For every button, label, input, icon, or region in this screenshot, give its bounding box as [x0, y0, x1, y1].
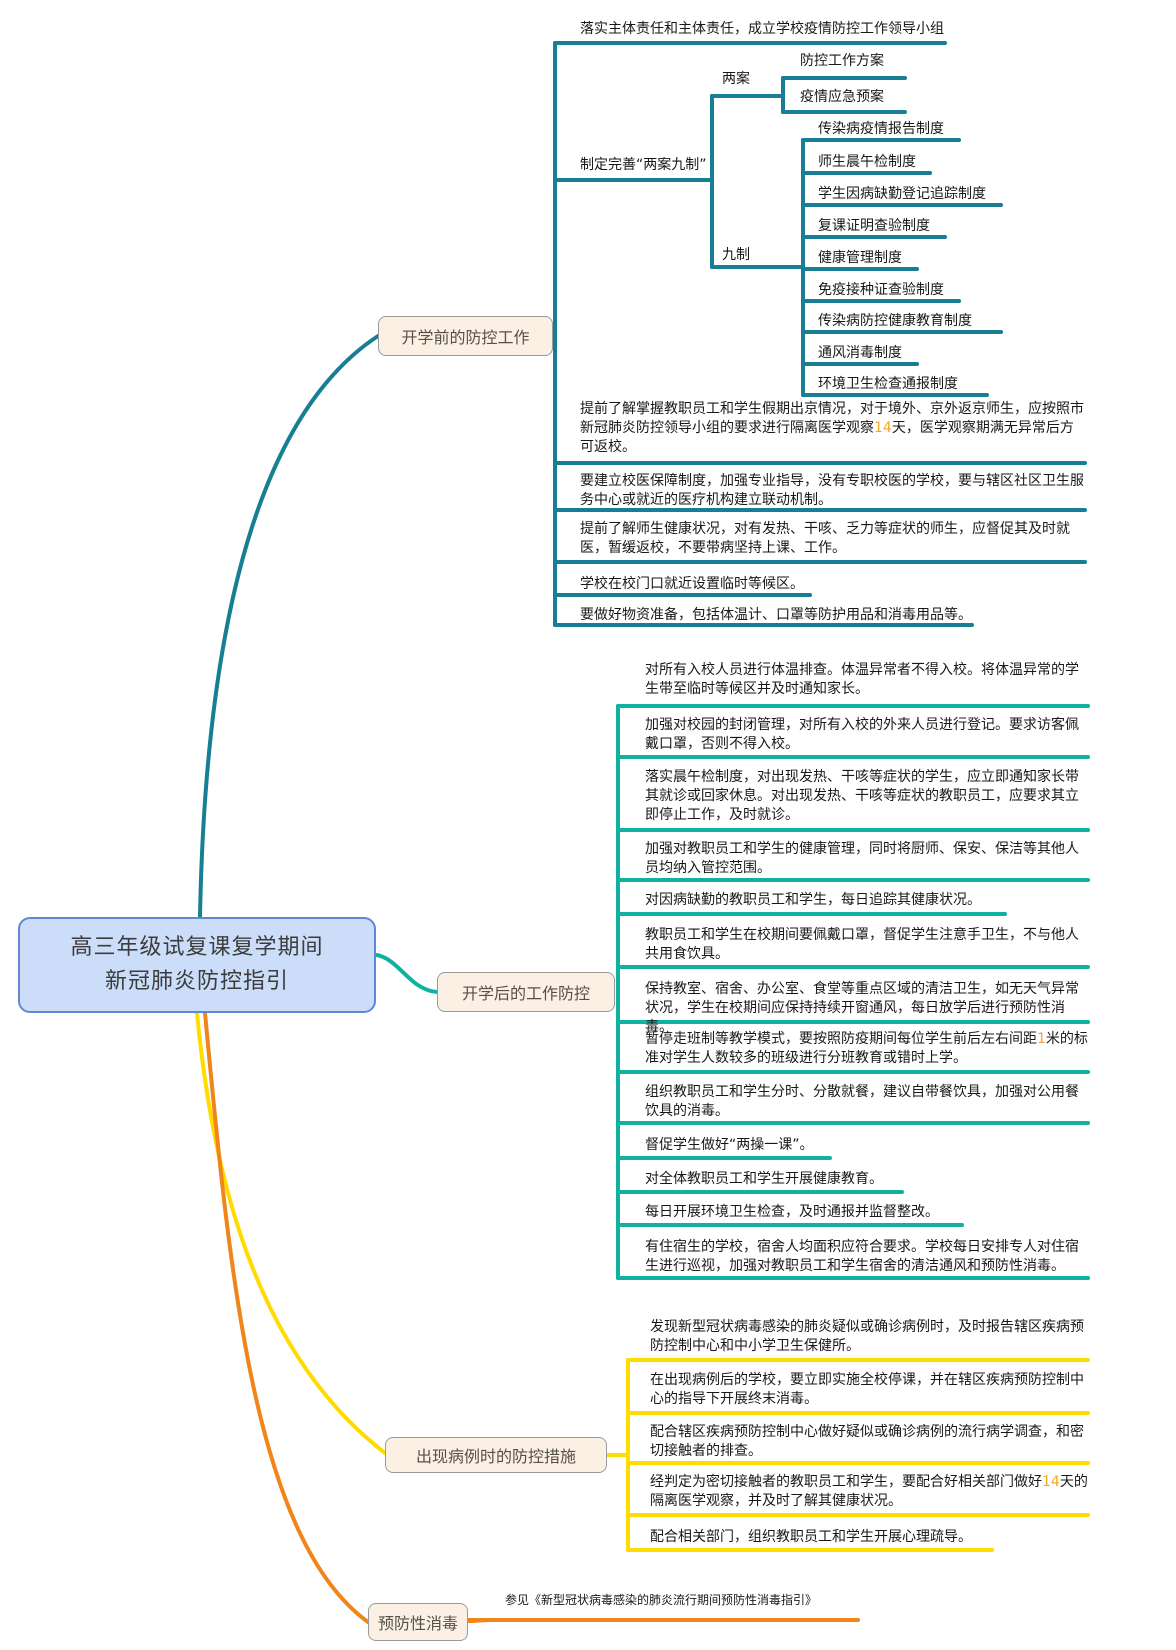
- mindmap-topic[interactable]: 对所有入校人员进行体温排查。体温异常者不得入校。将体温异常的学生带至临时等候区并…: [645, 662, 1079, 697]
- mindmap-topic[interactable]: 在出现病例后的学校，要立即实施全校停课，并在辖区疾病预防控制中心的指导下开展终末…: [650, 1372, 1084, 1407]
- mindmap-topic[interactable]: 组织教职员工和学生分时、分散就餐，建议自带餐饮具，加强对公用餐饮具的消毒。: [645, 1084, 1079, 1119]
- mindmap-topic[interactable]: 提前了解师生健康状况，对有发热、干咳、乏力等症状的师生，应督促其及时就医，暂缓返…: [580, 521, 1070, 556]
- mindmap-topic[interactable]: 要做好物资准备，包括体温计、口罩等防护用品和消毒用品等。: [580, 607, 972, 623]
- branch-label-preventive-disinfection[interactable]: 预防性消毒: [368, 1603, 468, 1641]
- mindmap-topic[interactable]: 配合辖区疾病预防控制中心做好疑似或确诊病例的流行病学调查，和密切接触者的排查。: [650, 1424, 1084, 1459]
- branch-label-pre-opening[interactable]: 开学前的防控工作: [378, 316, 553, 356]
- mindmap-topic[interactable]: 对因病缺勤的教职员工和学生，每日追踪其健康状况。: [645, 892, 981, 908]
- mindmap-topic[interactable]: 教职员工和学生在校期间要佩戴口罩，督促学生注意手卫生，不与他人共用食饮具。: [645, 927, 1079, 962]
- mindmap-topic[interactable]: 环境卫生检查通报制度: [818, 376, 958, 392]
- mindmap-topic[interactable]: 疫情应急预案: [800, 89, 884, 105]
- mindmap-topic[interactable]: 两案: [722, 71, 750, 87]
- mindmap-topic[interactable]: 九制: [722, 247, 750, 263]
- central-topic-line1: 高三年级试复课复学期间: [70, 935, 324, 960]
- central-topic[interactable]: 高三年级试复课复学期间 新冠肺炎防控指引: [18, 917, 376, 1013]
- mindmap-topic[interactable]: 通风消毒制度: [818, 345, 902, 361]
- mindmap-topic[interactable]: 免疫接种证查验制度: [818, 282, 944, 298]
- mindmap-topic[interactable]: 传染病疫情报告制度: [818, 121, 944, 137]
- mindmap-topic[interactable]: 学生因病缺勤登记追踪制度: [818, 186, 986, 202]
- mindmap-topic[interactable]: 配合相关部门，组织教职员工和学生开展心理疏导。: [650, 1529, 972, 1545]
- mindmap-topic[interactable]: 保持教室、宿舍、办公室、食堂等重点区域的清洁卫生，如无天气异常状况，学生在校期间…: [645, 981, 1079, 1035]
- mindmap-topic[interactable]: 提前了解掌握教职员工和学生假期出京情况，对于境外、京外返京师生，应按照市新冠肺炎…: [580, 401, 1084, 455]
- mindmap-topic[interactable]: 经判定为密切接触者的教职员工和学生，要配合好相关部门做好14天的隔离医学观察，并…: [650, 1474, 1088, 1509]
- mindmap-topic[interactable]: 有住宿生的学校，宿舍人均面积应符合要求。学校每日安排专人对住宿生进行巡视，加强对…: [645, 1239, 1079, 1274]
- mindmap-topic[interactable]: 落实主体责任和主体责任，成立学校疫情防控工作领导小组: [580, 21, 944, 37]
- branch-label-case-occurrence[interactable]: 出现病例时的防控措施: [385, 1437, 607, 1473]
- mindmap-topic[interactable]: 学校在校门口就近设置临时等候区。: [580, 576, 804, 592]
- mindmap-topic[interactable]: 要建立校医保障制度，加强专业指导，没有专职校医的学校，要与辖区社区卫生服务中心或…: [580, 473, 1084, 508]
- mindmap-topic[interactable]: 参见《新型冠状病毒感染的肺炎流行期间预防性消毒指引》: [505, 1593, 818, 1607]
- mindmap-topic[interactable]: 健康管理制度: [818, 250, 902, 266]
- mindmap-topic[interactable]: 加强对校园的封闭管理，对所有入校的外来人员进行登记。要求访客佩戴口罩，否则不得入…: [645, 717, 1079, 752]
- mindmap-topic[interactable]: 发现新型冠状病毒感染的肺炎疑似或确诊病例时，及时报告辖区疾病预防控制中心和中小学…: [650, 1319, 1084, 1354]
- mindmap-topic[interactable]: 师生晨午检制度: [818, 154, 916, 170]
- mindmap-topic[interactable]: 每日开展环境卫生检查，及时通报并监督整改。: [645, 1204, 939, 1220]
- mindmap-topic[interactable]: 对全体教职员工和学生开展健康教育。: [645, 1171, 883, 1187]
- mindmap-topic[interactable]: 暂停走班制等教学模式，要按照防疫期间每位学生前后左右间距1米的标准对学生人数较多…: [645, 1031, 1088, 1066]
- mindmap-topic[interactable]: 督促学生做好“两操一课”。: [645, 1137, 814, 1153]
- mindmap-topic[interactable]: 防控工作方案: [800, 53, 884, 69]
- mindmap-topic[interactable]: 传染病防控健康教育制度: [818, 313, 972, 329]
- central-topic-line2: 新冠肺炎防控指引: [104, 969, 289, 994]
- mindmap-topic[interactable]: 制定完善“两案九制”: [580, 157, 707, 173]
- mindmap-topic[interactable]: 复课证明查验制度: [818, 218, 930, 234]
- mindmap-topic[interactable]: 落实晨午检制度，对出现发热、干咳等症状的学生，应立即通知家长带其就诊或回家休息。…: [645, 769, 1079, 823]
- mindmap-topic[interactable]: 加强对教职员工和学生的健康管理，同时将厨师、保安、保洁等其他人员均纳入管控范围。: [645, 841, 1079, 876]
- branch-label-post-opening[interactable]: 开学后的工作防控: [437, 972, 615, 1012]
